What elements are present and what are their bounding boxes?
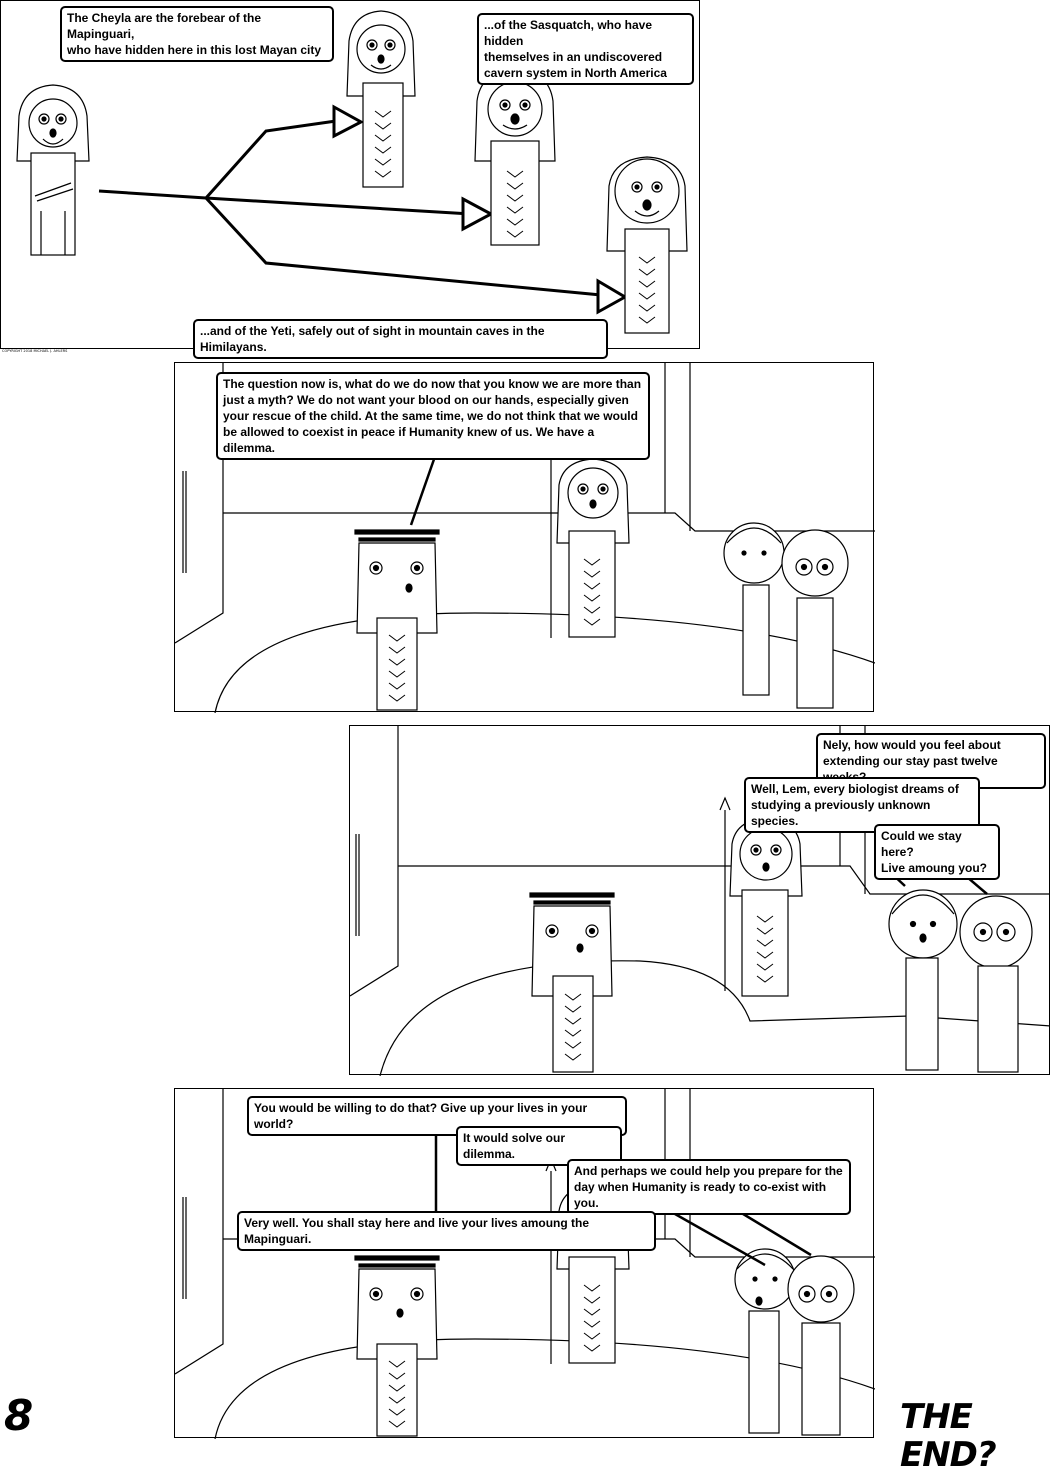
- arrow-heads: [332, 104, 629, 315]
- speech-solve: It would solve our dilemma.: [456, 1126, 622, 1166]
- speech-prepare: And perhaps we could help you prepare fo…: [567, 1159, 851, 1215]
- lem-figure: [781, 529, 849, 709]
- panel-1-art: [16, 10, 688, 334]
- speech-stay: Could we stay here? Live amoung you?: [874, 824, 1000, 880]
- guard-with-spear: [545, 441, 630, 638]
- the-end-title: THE END?: [900, 1397, 997, 1475]
- panel-4: You would be willing to do that? Give up…: [174, 1088, 875, 1439]
- panel-3: Nely, how would you feel about extending…: [349, 725, 1050, 1076]
- nely-figure: [723, 522, 785, 696]
- speech-willing: You would be willing to do that? Give up…: [247, 1096, 627, 1136]
- elder-with-hat: [529, 892, 615, 1073]
- nely-figure: [734, 1248, 796, 1434]
- lem-figure: [787, 1255, 855, 1436]
- caption-cheyla: The Cheyla are the forebear of the Mapin…: [60, 6, 334, 62]
- copyright-notice: COPYRIGHT 2018 MICHAEL J. AHLERS: [2, 349, 68, 353]
- elder-with-hat: [354, 529, 440, 711]
- page-number: 8: [4, 1391, 34, 1440]
- lineage-arrows: [98, 119, 602, 297]
- speech-lem: Well, Lem, every biologist dreams of stu…: [744, 777, 980, 833]
- panel-2: The question now is, what do we do now t…: [174, 362, 875, 713]
- speech-question: The question now is, what do we do now t…: [216, 372, 650, 460]
- caption-yeti: ...and of the Yeti, safely out of sight …: [193, 319, 608, 359]
- mapinguari-figure: [346, 10, 416, 188]
- cheyla-figure: [16, 84, 90, 256]
- caption-sasquatch: ...of the Sasquatch, who have hidden the…: [477, 13, 694, 85]
- sasquatch-figure: [474, 68, 556, 246]
- guard-with-spear: [719, 796, 803, 997]
- panel-1: The Cheyla are the forebear of the Mapin…: [0, 0, 700, 359]
- yeti-figure: [606, 156, 688, 334]
- speech-very-well: Very well. You shall stay here and live …: [237, 1211, 656, 1251]
- elder-with-hat: [354, 1255, 440, 1437]
- nely-figure: [888, 889, 958, 1071]
- lem-figure: [959, 895, 1033, 1073]
